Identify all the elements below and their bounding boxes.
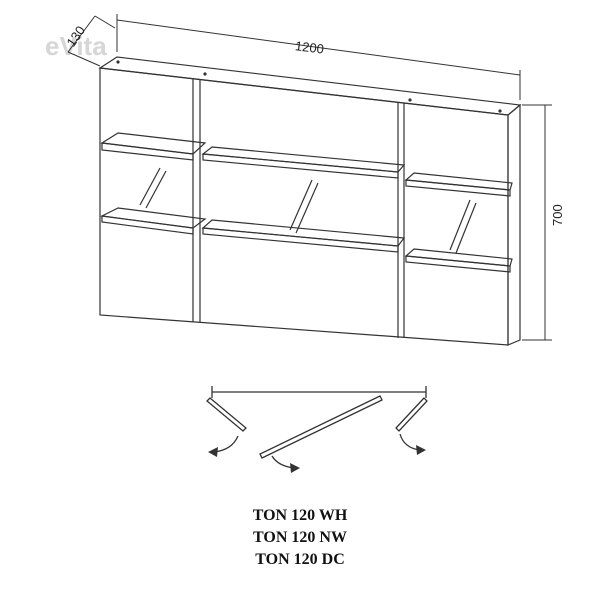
model-name: TON 120 DC [255,551,345,568]
shelf-right-upper-top [404,172,513,191]
shelf-mid-lower-top [201,219,406,247]
dimension-lines [67,14,552,341]
shelf-mid-lower [202,227,399,253]
model-name: TON 120 WH [252,507,348,524]
width-label: 1200 [294,38,325,56]
depth-ext-b [67,51,101,67]
depth-dim-line [67,15,96,53]
shelf-left-upper [101,142,194,161]
door-middle-open [259,395,383,459]
mirror-reflection-mid [289,179,313,231]
door-swing-diagram [206,386,428,469]
height-label: 700 [550,204,565,226]
swing-arrowheads [208,445,426,473]
cabinet-front [99,67,509,346]
cabinet-outline [98,56,522,346]
door-right-open [395,397,428,432]
mirror-reflection-mid-b [295,182,319,234]
cabinet-side [507,103,521,346]
arrowhead-middle-icon [290,463,300,473]
door-left-open [206,397,247,432]
model-list: TON 120 WH TON 120 NW TON 120 DC [0,505,600,571]
hole-3 [408,98,412,102]
mirror-reflection-right-b [455,202,477,254]
mirror-reflection-right [449,199,471,251]
hole-1 [116,60,120,64]
hole-4 [498,109,502,113]
mirror-reflection-left [139,167,161,206]
depth-ext [94,15,116,29]
hole-2 [203,72,207,76]
shelf-mid-upper-top [201,146,406,173]
width-dim-line [116,19,521,76]
shelf-right-lower-top [404,248,513,267]
cabinet-top [98,56,522,116]
top-holes [116,60,502,113]
arrowhead-right-icon [416,445,426,455]
shelf-mid-upper [202,153,399,179]
shelf-left-upper-top [100,132,207,155]
shelf-left-lower-top [99,207,207,229]
mirror-reflection-left-b [145,170,167,209]
shelf-left-lower [101,215,194,235]
arrowhead-left-icon [208,447,218,457]
model-name: TON 120 NW [253,529,347,546]
